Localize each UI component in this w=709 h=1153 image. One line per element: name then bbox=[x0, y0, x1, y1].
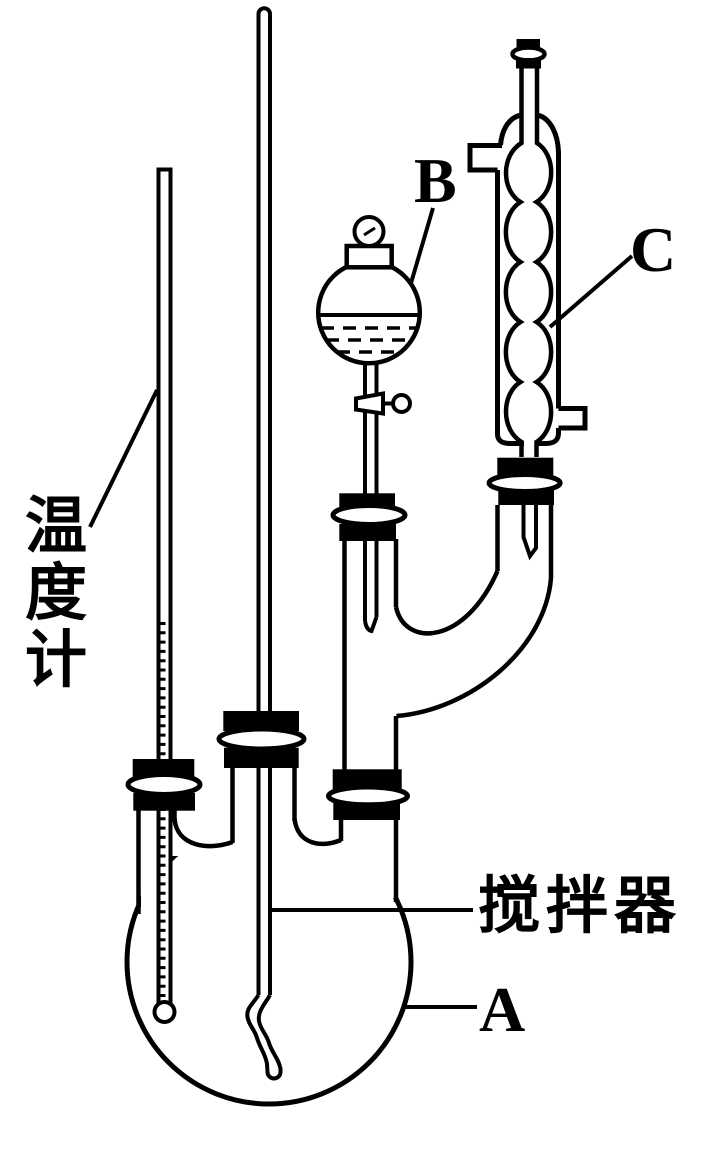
funnel-bulb bbox=[315, 259, 423, 366]
stopper-band bbox=[339, 524, 396, 541]
thermometer-tube bbox=[156, 167, 173, 1004]
stopper-ring bbox=[486, 472, 563, 494]
stopper-connectors bbox=[125, 39, 563, 820]
condenser-jacket-left-bottom bbox=[495, 170, 561, 446]
stopper-ring bbox=[330, 503, 408, 527]
stirrer-paddle-left bbox=[245, 993, 270, 1073]
stopper-band bbox=[497, 457, 554, 476]
funnel-stem-tip bbox=[363, 616, 379, 634]
condenser-jacket-right bbox=[536, 112, 561, 409]
stopper-band bbox=[223, 711, 299, 731]
stopcock-body bbox=[354, 391, 385, 416]
stopper-band bbox=[133, 793, 195, 811]
leader-lines bbox=[88, 207, 634, 1009]
stopper-thermometer-neck bbox=[125, 759, 203, 811]
dropping-funnel bbox=[315, 215, 423, 634]
stopper-band bbox=[132, 759, 195, 778]
condenser-shoulder-left bbox=[498, 112, 523, 146]
stirrer-paddle-tip bbox=[265, 1071, 283, 1081]
condenser-bulbs-left bbox=[503, 68, 525, 457]
adapter-tube bbox=[342, 539, 554, 772]
flask-label: A bbox=[479, 974, 525, 1045]
stopper-band bbox=[333, 802, 400, 820]
thermometer-label-char1: 温 bbox=[25, 493, 87, 561]
funnel-knob-highlight bbox=[363, 226, 376, 237]
stirrer-label: 搅拌器 bbox=[478, 872, 682, 941]
thermometer bbox=[152, 167, 177, 1024]
thermometer-label-char2: 度 bbox=[25, 559, 87, 628]
stopper-ring bbox=[216, 726, 307, 752]
text-labels: 温 度 计 搅拌器 A B C bbox=[25, 145, 682, 1045]
stopper-stirrer-neck bbox=[216, 711, 307, 768]
cap-band bbox=[516, 39, 540, 51]
stopper-adapter-neck bbox=[326, 769, 410, 820]
flask-saddle-2 bbox=[292, 818, 342, 847]
stirrer-paddle-right bbox=[256, 993, 283, 1072]
funnel-label: B bbox=[414, 145, 457, 216]
stopper-ring bbox=[125, 772, 203, 797]
adapter-bend-outer bbox=[396, 577, 554, 719]
condenser-leader-line bbox=[548, 254, 634, 329]
condenser-outlet-arm bbox=[558, 406, 588, 431]
flask-neck-cutout-left bbox=[141, 806, 171, 914]
condenser-top-cap bbox=[510, 39, 547, 69]
thermometer-label-char3: 计 bbox=[25, 627, 87, 695]
stopper-band bbox=[224, 747, 299, 768]
stopper-funnel-stem bbox=[330, 493, 408, 541]
funnel-neck bbox=[344, 243, 394, 270]
thermometer-leader-line bbox=[88, 389, 159, 528]
condenser-label: C bbox=[630, 214, 676, 285]
adapter-bend-inner bbox=[393, 570, 500, 636]
condenser-bulbs-right bbox=[532, 68, 554, 457]
funnel-leader-line bbox=[407, 207, 435, 291]
condenser-bottom-gap bbox=[524, 437, 535, 456]
stirrer-rod bbox=[245, 6, 283, 1081]
condenser-inlet-arm bbox=[467, 143, 502, 173]
stopper-band bbox=[498, 489, 554, 505]
condenser-inner-tip bbox=[521, 505, 538, 561]
flask-saddle-1 bbox=[172, 818, 234, 849]
bulb-condenser bbox=[467, 68, 588, 578]
stopper-condenser-bottom bbox=[486, 457, 563, 505]
flask-neck-cutout-right bbox=[344, 808, 394, 898]
thermometer-bulb bbox=[152, 1000, 177, 1024]
stopper-band bbox=[332, 769, 402, 790]
stopcock-handle bbox=[391, 393, 412, 414]
cap-band bbox=[516, 58, 541, 69]
stirrer-shaft bbox=[256, 6, 272, 995]
